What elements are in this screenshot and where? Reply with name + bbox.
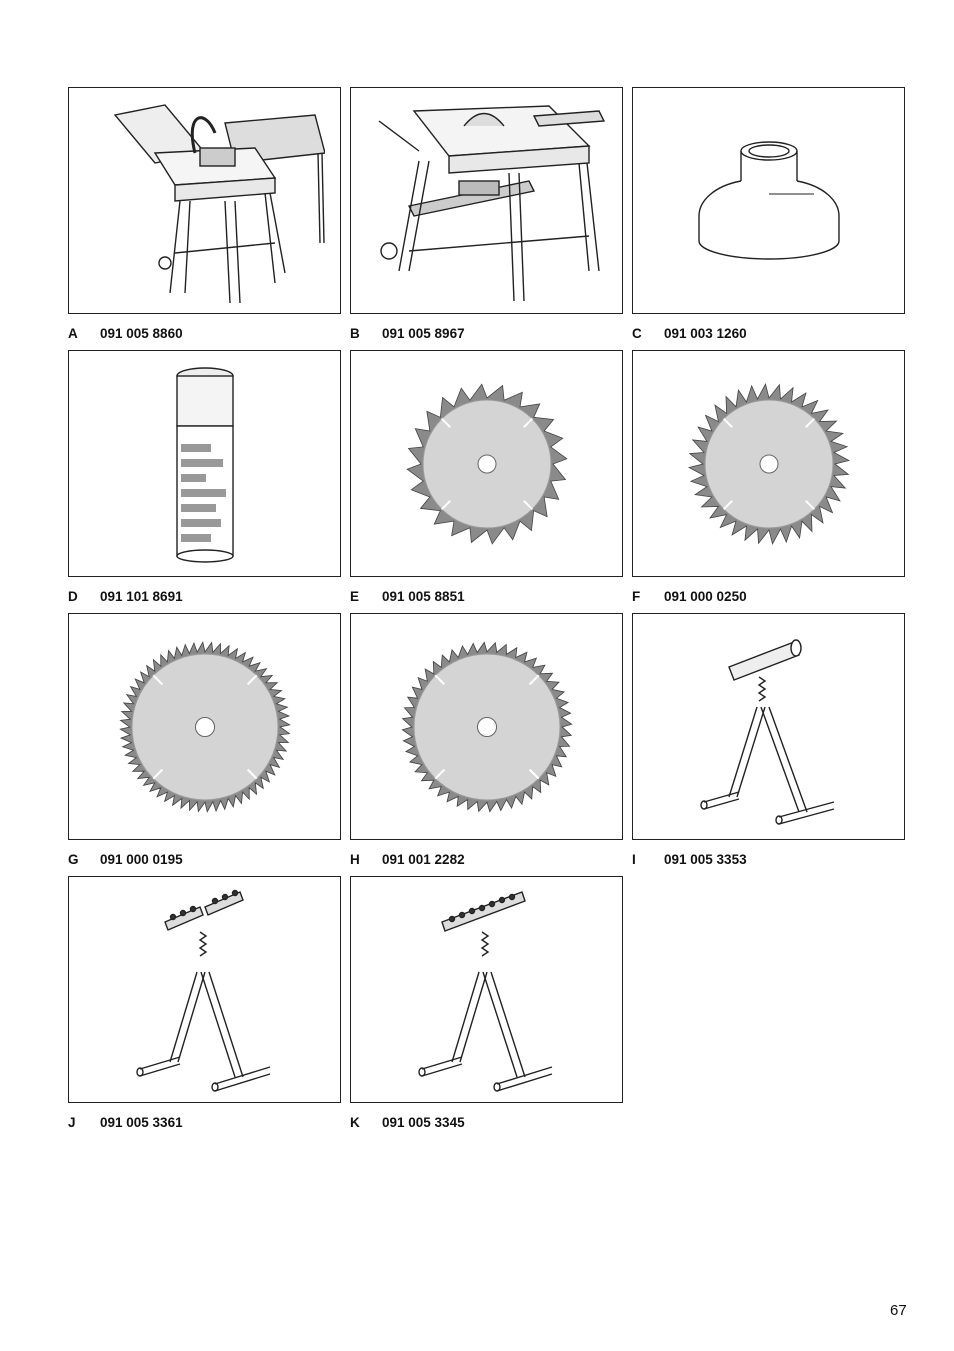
item-d: D 091 101 8691 [68, 350, 341, 604]
item-caption: K 091 005 3345 [350, 1115, 623, 1130]
item-caption: D 091 101 8691 [68, 589, 341, 604]
item-c: C 091 003 1260 [632, 87, 905, 341]
saw-blade-60-teeth-icon [118, 640, 291, 813]
item-letter: C [632, 326, 642, 341]
item-letter: E [350, 589, 360, 604]
table-saw-with-sliding-carriage-icon [378, 104, 606, 301]
table-saw-with-extensions-icon [113, 104, 325, 304]
image-frame [68, 613, 341, 840]
page-number: 67 [890, 1302, 907, 1319]
image-frame [350, 87, 623, 314]
item-letter: H [350, 852, 360, 867]
item-g: G 091 000 0195 [68, 613, 341, 867]
item-letter: D [68, 589, 78, 604]
item-caption: C 091 003 1260 [632, 326, 905, 341]
item-caption: A 091 005 8860 [68, 326, 341, 341]
item-caption: B 091 005 8967 [350, 326, 623, 341]
image-frame [68, 876, 341, 1103]
item-letter: F [632, 589, 641, 604]
item-h: H 091 001 2282 [350, 613, 623, 867]
item-letter: A [68, 326, 78, 341]
item-code: 091 005 3353 [664, 852, 747, 867]
item-code: 091 003 1260 [664, 326, 747, 341]
image-frame [68, 350, 341, 577]
image-frame [350, 350, 623, 577]
item-code: 091 000 0195 [100, 852, 183, 867]
image-frame [632, 87, 905, 314]
ball-roller-stand-icon [417, 891, 552, 1092]
image-frame [632, 350, 905, 577]
item-code: 091 005 8860 [100, 326, 183, 341]
item-letter: G [68, 852, 79, 867]
item-letter: I [632, 852, 636, 867]
item-caption: I 091 005 3353 [632, 852, 905, 867]
image-frame [350, 613, 623, 840]
item-letter: J [68, 1115, 76, 1130]
item-caption: G 091 000 0195 [68, 852, 341, 867]
spray-can-icon [175, 366, 234, 563]
item-f: F 091 000 0250 [632, 350, 905, 604]
item-caption: E 091 005 8851 [350, 589, 623, 604]
image-frame [632, 613, 905, 840]
item-j: J 091 005 3361 [68, 876, 341, 1130]
item-caption: F 091 000 0250 [632, 589, 905, 604]
item-letter: B [350, 326, 360, 341]
item-code: 091 101 8691 [100, 589, 183, 604]
item-code: 091 005 8851 [382, 589, 465, 604]
item-b: B 091 005 8967 [350, 87, 623, 341]
ball-roller-stand-split-icon [135, 889, 270, 1092]
item-code: 091 005 3361 [100, 1115, 183, 1130]
item-k: K 091 005 3345 [350, 876, 623, 1130]
dust-adapter-icon [697, 140, 840, 260]
item-code: 091 001 2282 [382, 852, 465, 867]
item-e: E 091 005 8851 [350, 350, 623, 604]
item-i: I 091 005 3353 [632, 613, 905, 867]
item-code: 091 005 3345 [382, 1115, 465, 1130]
saw-blade-48-teeth-icon [400, 640, 573, 813]
item-code: 091 005 8967 [382, 326, 465, 341]
item-caption: H 091 001 2282 [350, 852, 623, 867]
image-frame [350, 876, 623, 1103]
item-a: A 091 005 8860 [68, 87, 341, 341]
image-frame [68, 87, 341, 314]
saw-blade-24-teeth-icon [405, 382, 568, 545]
item-code: 091 000 0250 [664, 589, 747, 604]
saw-blade-36-teeth-icon [687, 382, 850, 545]
item-caption: J 091 005 3361 [68, 1115, 341, 1130]
roller-stand-icon [699, 638, 834, 825]
item-letter: K [350, 1115, 360, 1130]
